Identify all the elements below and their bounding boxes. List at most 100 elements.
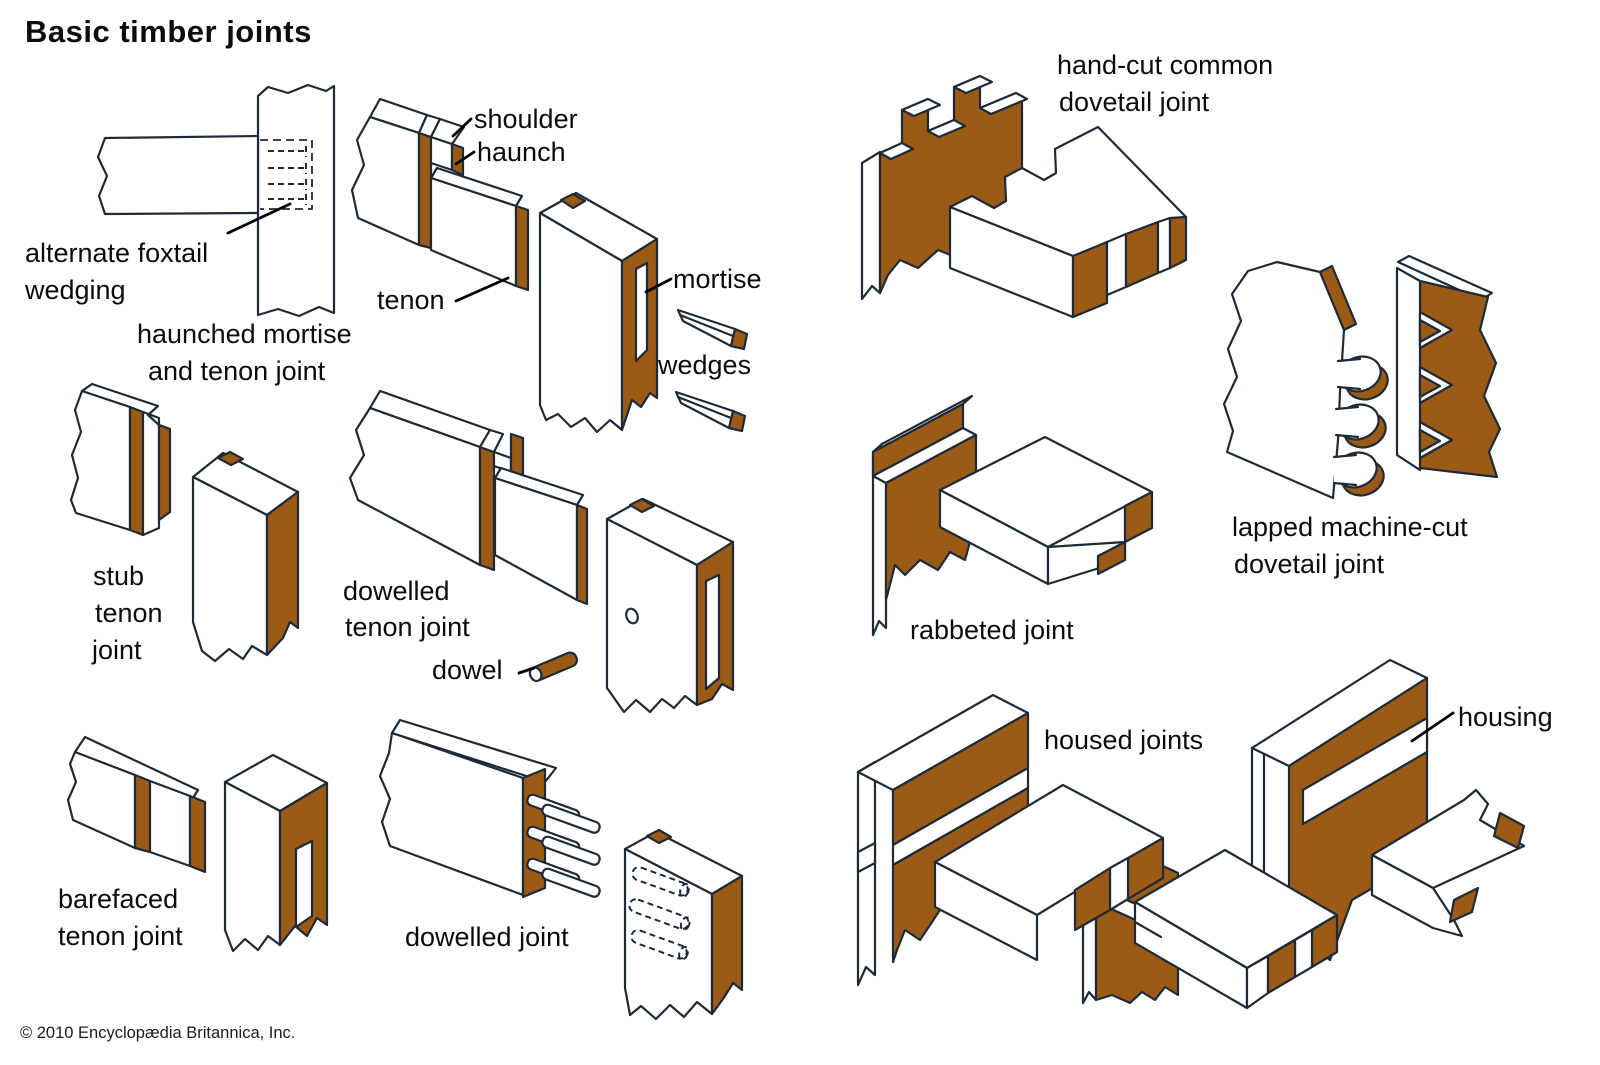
pin-top-face-1 <box>900 97 942 118</box>
socket-board-top-face <box>1396 254 1494 302</box>
hidden-wedge-4 <box>268 194 307 205</box>
hidden-wedge-2 <box>268 163 307 174</box>
dowel-hole <box>625 607 639 625</box>
hidden-tenon-outline <box>260 139 313 210</box>
tongue-bridge <box>1338 361 1360 387</box>
right-shelf-top-face <box>1370 788 1526 890</box>
tenon-end-face <box>575 503 589 606</box>
hidden-wedge-1 <box>268 146 307 157</box>
hidden-hole <box>628 898 690 930</box>
hidden-dowel-holes <box>628 866 691 961</box>
rail-front-face <box>350 115 421 247</box>
pin-top-face-2 <box>952 74 994 95</box>
rail-front-face <box>69 389 132 532</box>
haunched-mortise-tenon-figure: shoulder haunch tenon mortise wedges <box>350 97 762 434</box>
rabbeted-joint-figure: rabbeted joint <box>871 394 1154 645</box>
vertical-board <box>256 83 336 318</box>
label-dowel: dowel <box>432 655 503 685</box>
label-hand-cut-2: dovetail joint <box>1059 87 1210 117</box>
dovetail-tongue-1 <box>1336 355 1389 401</box>
housing-leader-line <box>1410 711 1455 743</box>
right-shelf-front-face <box>1370 853 1464 938</box>
shoulder-face <box>417 131 433 250</box>
tongue-board-face <box>1222 260 1346 500</box>
shoulder-face <box>133 773 152 854</box>
socket-floor <box>1418 373 1442 399</box>
label-stub-3: joint <box>91 635 142 665</box>
dowel-leader-line <box>517 666 536 675</box>
wedge-1-edge <box>678 313 735 338</box>
left-board-groove-notch <box>856 841 877 874</box>
label-dowelled-tenon-1: dowelled <box>343 576 450 606</box>
dowel-peg <box>541 803 601 834</box>
socket-floor <box>1418 428 1442 454</box>
wedge-1-body <box>676 308 737 348</box>
foxtail-leader-line <box>226 202 292 235</box>
dowel-peg <box>541 867 601 898</box>
horizontal-rail <box>96 134 260 216</box>
label-stub-1: stub <box>93 561 144 591</box>
label-shoulder: shoulder <box>474 104 578 134</box>
wedge-2-edge <box>676 395 733 420</box>
stub-top-step <box>146 413 172 431</box>
label-housing: housing <box>1458 702 1553 732</box>
wedge-2-body <box>674 390 735 430</box>
hidden-hole-end <box>678 946 689 961</box>
tongue-bridge <box>1334 457 1356 483</box>
dovetail-tongue-3 <box>1332 451 1385 497</box>
label-dowelled-joint: dowelled joint <box>405 922 569 952</box>
label-housed-joints: housed joints <box>1044 725 1203 755</box>
haunch-face <box>509 432 525 478</box>
post-mortise-slot <box>294 839 314 929</box>
label-tenon: tenon <box>377 285 445 315</box>
shoulder-face <box>478 445 496 572</box>
label-dowelled-tenon-2: tenon joint <box>345 612 470 642</box>
barefaced-tenon-figure: barefaced tenon joint <box>58 735 329 953</box>
tenon-face <box>148 779 192 868</box>
hidden-hole-end <box>679 883 690 898</box>
pin-notch-floor-1 <box>878 141 915 161</box>
socket-floor <box>1418 318 1442 344</box>
stub-tenon-figure: stub tenon joint <box>69 382 300 665</box>
label-mortise: mortise <box>673 264 762 294</box>
tail-end-face-1 <box>1071 240 1109 319</box>
stub-tenon-face <box>141 410 161 537</box>
protruding-dowels <box>526 793 601 898</box>
post-side-face <box>265 490 300 657</box>
haunch-face <box>450 142 465 177</box>
dowelled-tenon-figure: dowelled tenon joint dowel <box>343 389 735 714</box>
dovetail-tongue-2 <box>1334 403 1387 449</box>
mid-shelf-end-2 <box>1266 938 1297 995</box>
haunch-leader-line <box>454 150 476 166</box>
right-shelf-edge-2 <box>1448 886 1480 924</box>
dovetail-sockets <box>1418 310 1454 460</box>
mortise-block-top-notch <box>628 497 656 514</box>
page-title: Basic timber joints <box>25 14 312 49</box>
tenon-end-face <box>514 204 530 292</box>
label-wedges: wedges <box>657 350 751 380</box>
wedge-2-end <box>727 409 747 433</box>
tenon-leader-line <box>454 276 510 303</box>
label-stub-2: tenon <box>95 598 163 628</box>
label-rabbeted: rabbeted joint <box>910 615 1074 645</box>
mating-side-face <box>710 874 744 1016</box>
tongue-lines <box>1336 357 1362 391</box>
board-end-face-lower <box>1096 540 1127 576</box>
lapped-dovetail-figure: lapped machine-cut dovetail joint <box>1222 254 1502 579</box>
mortise-slot <box>704 573 721 691</box>
dowel-peg <box>541 835 601 866</box>
label-haunch: haunch <box>477 137 566 167</box>
label-alternate-foxtail-1: alternate foxtail <box>25 238 208 268</box>
housed-joints-figure: housed joints housing <box>856 658 1553 1010</box>
mating-top-notch <box>645 828 673 845</box>
tail-gap-face-1 <box>1105 232 1128 297</box>
label-lapped-1: lapped machine-cut <box>1232 512 1468 542</box>
label-barefaced-1: barefaced <box>58 884 178 914</box>
wedge-1-end <box>729 327 749 351</box>
hidden-hole-end <box>679 916 691 931</box>
mortise-block-top-notch <box>559 192 587 210</box>
post-front-face <box>223 780 282 953</box>
label-lapped-2: dovetail joint <box>1234 549 1385 579</box>
stub-side-face <box>157 423 172 522</box>
